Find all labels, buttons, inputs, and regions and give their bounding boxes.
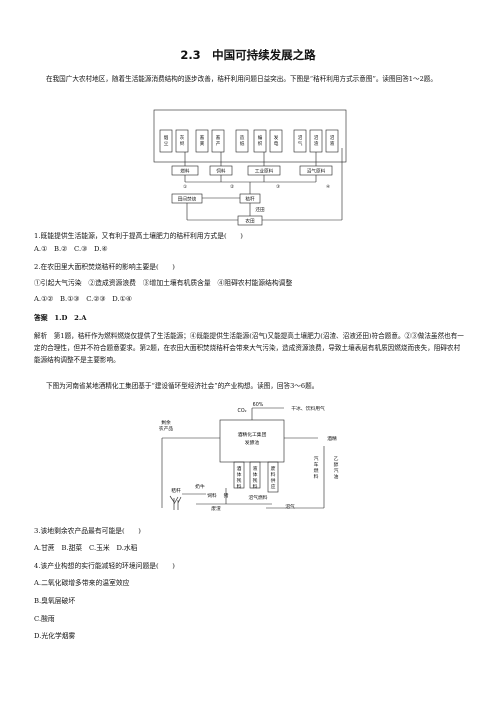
svg-text:油: 油 (334, 473, 339, 480)
diagram2-surplus-2: 农产品 (159, 425, 174, 432)
diagram1-item-soot: 烟 (164, 134, 169, 141)
answer-line: 答案 1.D 2.A (34, 314, 87, 322)
diagram1-circle-4: ④ (326, 184, 330, 190)
analysis-paragraph: 解析 第1题，秸秆作为燃料燃烧仅提供了生活能源；④既能提供生活能源(沼气)又能提… (34, 332, 464, 364)
svg-text:织: 织 (258, 140, 263, 147)
question-3: 3.该地剩余农产品最有可能是( ) (34, 527, 141, 535)
question-4-option-b: B.臭氧层破坏 (34, 597, 76, 605)
diagram2-feed: 饲料 (207, 492, 217, 499)
diagram2-biogas: 沼气 (285, 503, 295, 510)
crop-plant-icon (169, 495, 182, 510)
svg-text:渣: 渣 (314, 140, 319, 147)
diagram1-farmland: 农田 (245, 218, 255, 225)
svg-text:体: 体 (237, 471, 242, 478)
svg-text:酒: 酒 (237, 465, 242, 472)
diagram2-center-1: 酒精化工集团 (238, 431, 267, 438)
diagram2-co2: CO₂ (237, 408, 246, 414)
diagram2-cow: 奶牛 (195, 483, 205, 490)
diagram1-industrial: 工业原料 (255, 168, 274, 175)
question-4-option-a: A.二氧化碳增多带来的温室效应 (34, 579, 130, 587)
diagram2-percent: 60% (253, 402, 264, 408)
svg-text:车: 车 (314, 461, 319, 468)
question-1-options: A.① B.② C.③ D.④ (34, 245, 108, 253)
diagram1-circle-2: ② (230, 184, 234, 190)
svg-text:烬: 烬 (180, 140, 185, 147)
svg-text:废: 废 (271, 465, 276, 472)
svg-text:粪: 粪 (200, 140, 205, 147)
svg-text:残: 残 (237, 477, 242, 484)
diagram1-biogas-material: 沼气原料 (307, 168, 326, 175)
svg-text:料: 料 (237, 483, 242, 490)
diagram2-pig: 猪 (224, 492, 229, 499)
svg-text:液: 液 (253, 465, 258, 472)
diagram2-center-2: 发酵池 (245, 439, 260, 446)
diagram2-dry-ice: 干冰、饮料用气 (291, 405, 325, 412)
intro-paragraph-1: 在我国广大农村地区，随着生活能源消费结构的逐步改善，秸秆利用问题日益突出。下图是… (46, 75, 437, 83)
diagram1-circle-1: ① (183, 184, 187, 190)
svg-text:燃: 燃 (314, 467, 319, 474)
diagram1-item-dung: 畜 (200, 134, 205, 141)
svg-text:料: 料 (253, 483, 258, 490)
svg-text:气: 气 (298, 140, 303, 147)
diagram1-item-weave: 编 (258, 134, 263, 141)
diagram1-item-ash: 灰 (180, 134, 185, 141)
svg-text:醇: 醇 (334, 461, 339, 468)
svg-text:电: 电 (274, 140, 279, 147)
svg-text:残: 残 (253, 477, 258, 484)
svg-text:体: 体 (253, 471, 258, 478)
svg-text:料: 料 (271, 471, 276, 478)
diagram1-straw: 秸秆 (245, 196, 255, 203)
svg-text:尘: 尘 (164, 140, 169, 147)
diagram2-surplus-1: 剩余 (161, 419, 171, 426)
question-2-statements: ①引起大气污染 ②造成资源浪费 ③增加土壤有机质含量 ④阻碍农村能源结构调整 (34, 279, 293, 287)
svg-text:应: 应 (271, 483, 276, 490)
question-2: 2.在农田里大面积焚烧秸秆的影响主要是( ) (34, 263, 175, 271)
svg-text:汽: 汽 (314, 455, 319, 462)
diagram1-return-field: 还田 (255, 206, 265, 213)
question-1: 1.既能提供生活能源，又有利于提高土壤肥力的秸秆利用方式是( ) (34, 232, 243, 240)
svg-text:纸: 纸 (240, 140, 245, 147)
svg-text:乙: 乙 (334, 455, 339, 462)
diagram1-item-residue: 沼 (314, 134, 319, 141)
question-4-option-d: D.光化学烟雾 (34, 632, 76, 640)
diagram2-biogas-fuel: 沼气燃料 (248, 494, 267, 501)
diagram2-manure: 废渣 (211, 505, 221, 512)
diagram1-item-slurry: 沼 (330, 134, 335, 141)
svg-text:产: 产 (216, 140, 221, 147)
diagram1-item-paper: 造 (240, 134, 245, 141)
diagram2-straw: 秸秆 (171, 487, 181, 494)
diagram1-item-biogas: 沼 (298, 134, 303, 141)
svg-text:供: 供 (271, 477, 276, 484)
circular-economy-diagram: 60% CO₂ 干冰、饮料用气 酒精化工集团 发酵池 酒精 剩余 农产品 酒 体… (159, 402, 339, 512)
svg-text:料: 料 (314, 473, 319, 480)
straw-utilization-diagram: 烟 尘 灰 烬 畜 粪 畜 产 造 纸 编 织 发 电 沼 气 沼 渣 沼 液 … (153, 109, 347, 226)
diagram1-item-livestock: 畜 (216, 134, 221, 141)
diagram1-item-power: 发 (274, 134, 279, 141)
diagram1-field-burn: 田间焚烧 (178, 196, 197, 203)
svg-text:汽: 汽 (334, 467, 339, 474)
diagram1-fuel: 燃料 (180, 168, 190, 175)
question-2-options: A.①② B.①③ C.②③ D.①④ (34, 295, 132, 303)
diagram2-alcohol: 酒精 (327, 435, 337, 442)
section-title: 2.3 中国可持续发展之路 (180, 48, 316, 62)
svg-text:液: 液 (330, 140, 335, 147)
diagram1-circle-3: ③ (276, 184, 280, 190)
intro-paragraph-2: 下图为河南省某地酒精化工集团基于“建设循环型经济社会”的产业构想。读图，回答3～… (46, 382, 319, 390)
question-3-options: A.甘蔗 B.甜菜 C.玉米 D.水稻 (34, 544, 138, 552)
question-4-option-c: C.酸雨 (34, 615, 55, 623)
diagram1-feed: 饲料 (216, 168, 226, 175)
question-4: 4.该产业构想的实行能减轻的环境问题是( ) (34, 562, 175, 570)
